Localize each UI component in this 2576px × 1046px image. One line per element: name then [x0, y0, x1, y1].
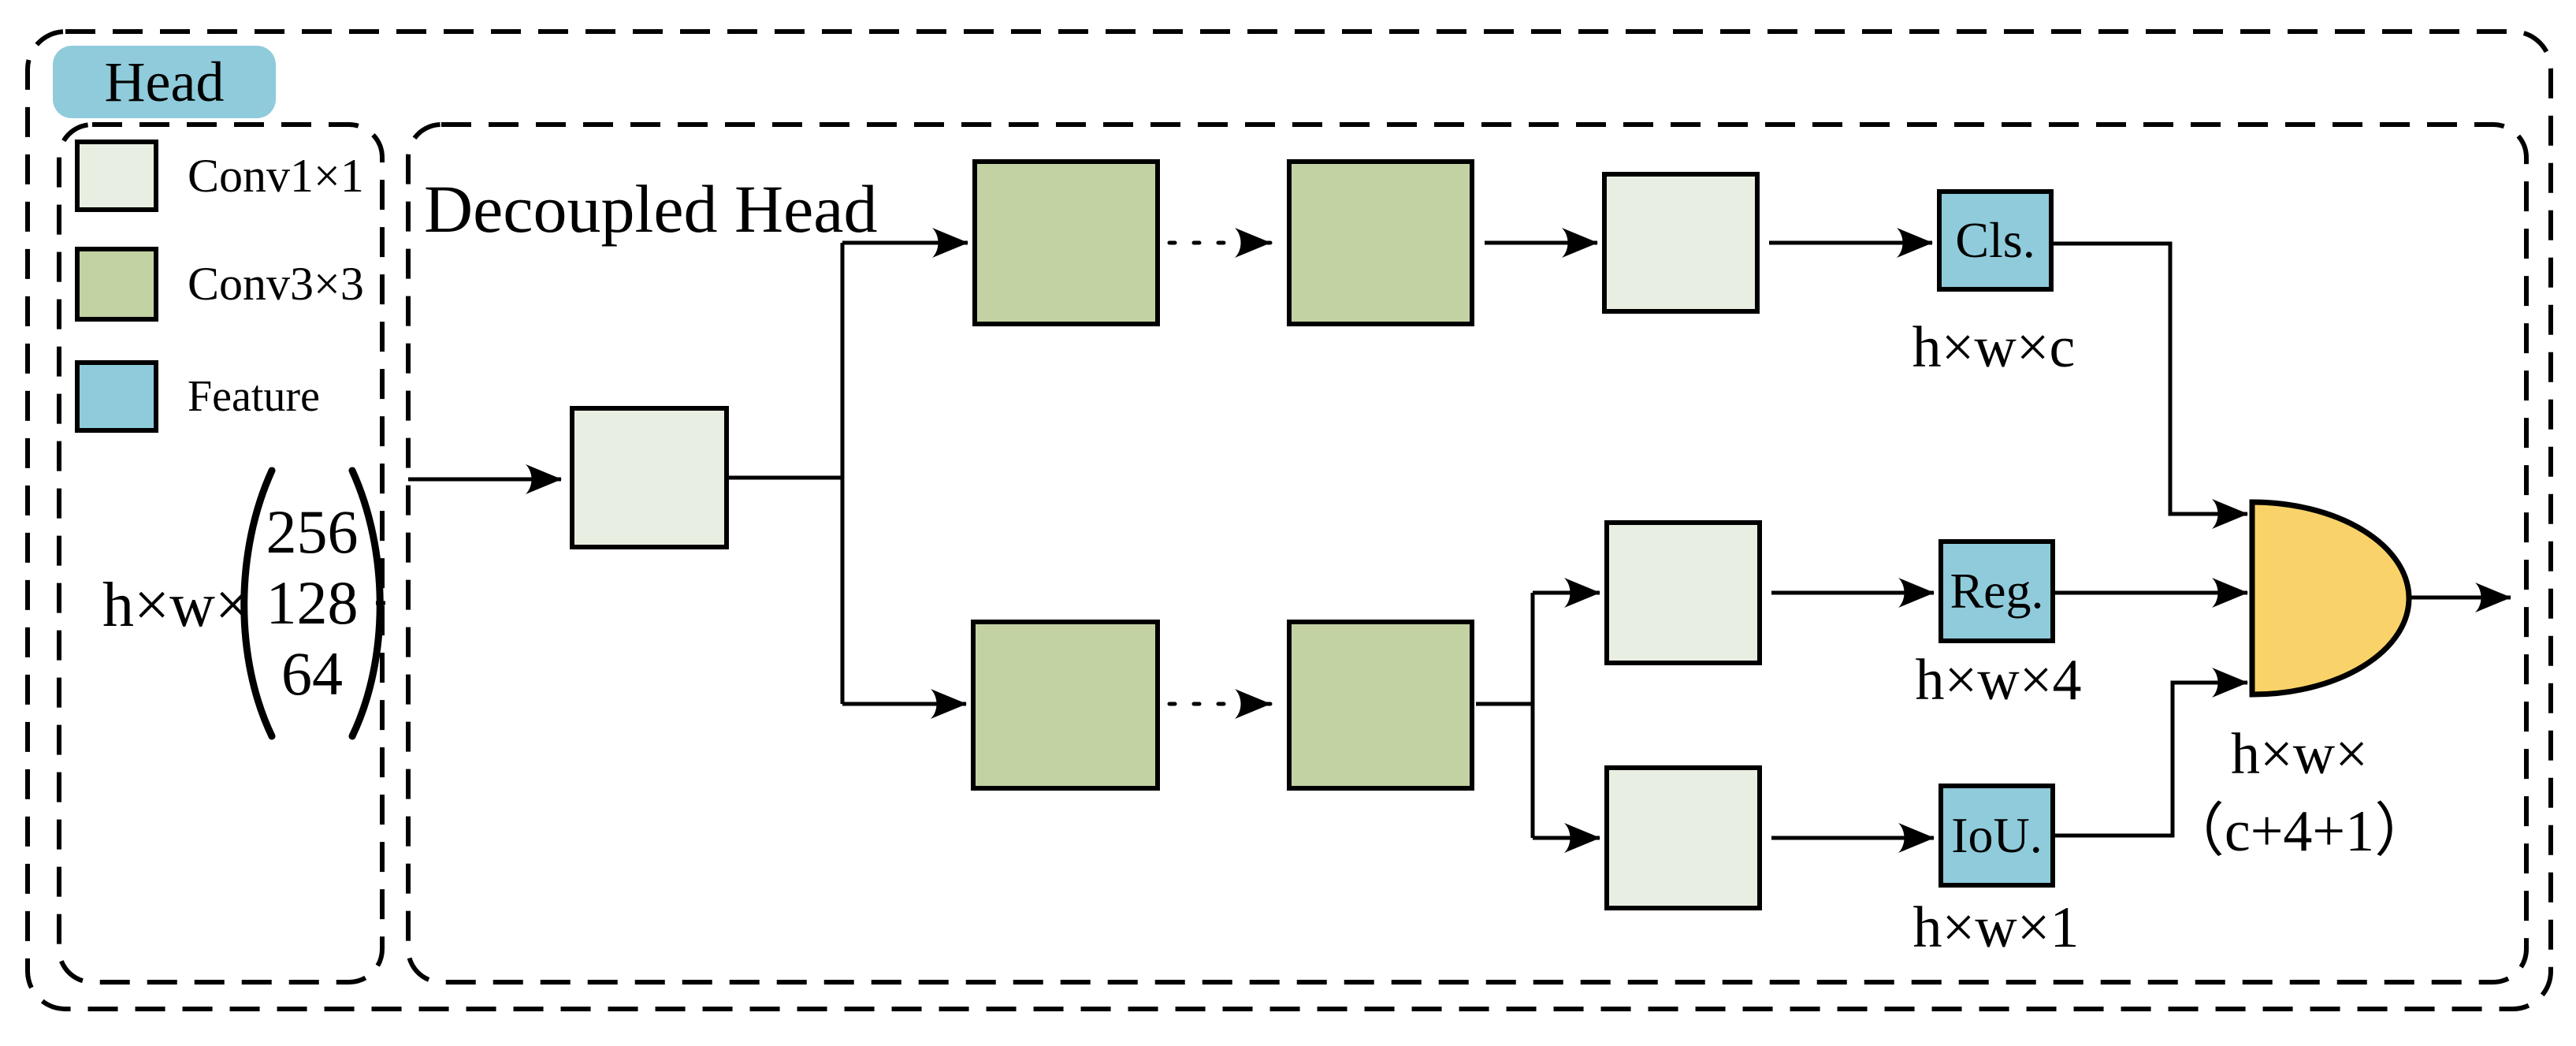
cls-shape-label: h×w×c [1912, 315, 2076, 380]
wire-cls-to-concat [2054, 241, 2248, 529]
head-panel-label: Head [53, 46, 276, 118]
reg-branch-conv3x3-box-1 [971, 620, 1160, 791]
reg-branch-conv3x3-box-2 [1287, 620, 1474, 791]
input-shape-channels: 256 128 64 [260, 497, 364, 709]
cls-branch-conv1x1-box [1602, 172, 1760, 314]
decoupled-head-dashed-frame [406, 122, 2529, 985]
concat-output-shape-line2: （c+4+1） [2165, 799, 2433, 864]
input-shape-prefix: h×w× [102, 570, 251, 640]
stem-conv1x1-box [570, 406, 729, 549]
legend-swatch-conv1x1 [75, 140, 158, 212]
head-panel-label-text: Head [104, 50, 225, 114]
legend-swatch-conv3x3 [75, 247, 158, 322]
cls-feature-box: Cls. [1937, 189, 2054, 292]
input-shape-channel-128: 128 [266, 568, 359, 637]
iou-branch-conv1x1-box [1604, 765, 1762, 910]
input-shape-open-paren [240, 467, 276, 740]
reg-shape-label: h×w×4 [1915, 647, 2082, 713]
decoupled-head-title: Decoupled Head [424, 171, 878, 247]
iou-feature-box: IoU. [1939, 784, 2055, 888]
iou-feature-label: IoU. [1951, 807, 2043, 863]
cls-branch-conv3x3-box-2 [1287, 159, 1474, 326]
legend-label-conv1x1: Conv1×1 [188, 149, 364, 202]
legend-label-conv3x3: Conv3×3 [188, 258, 364, 310]
reg-branch-conv1x1-box [1604, 520, 1762, 665]
legend-dashed-frame [57, 122, 385, 985]
legend-label-feature: Feature [188, 372, 320, 421]
input-shape-channel-256: 256 [266, 497, 359, 566]
concat-output-shape-line1: h×w× [2231, 722, 2368, 787]
outer-dashed-frame [25, 29, 2553, 1011]
iou-shape-label: h×w×1 [1912, 895, 2080, 960]
input-shape-channel-64: 64 [281, 639, 343, 708]
wire-iou-to-concat [2055, 668, 2248, 838]
concat-output-shape-label: h×w× （c+4+1） [2159, 716, 2440, 870]
concat-node [2249, 499, 2412, 698]
cls-feature-label: Cls. [1955, 212, 2035, 268]
legend-swatch-feature [75, 360, 158, 433]
cls-branch-conv3x3-box-1 [972, 159, 1160, 326]
reg-feature-label: Reg. [1950, 563, 2044, 619]
connector-group [408, 228, 2511, 853]
reg-feature-box: Reg. [1939, 539, 2055, 643]
